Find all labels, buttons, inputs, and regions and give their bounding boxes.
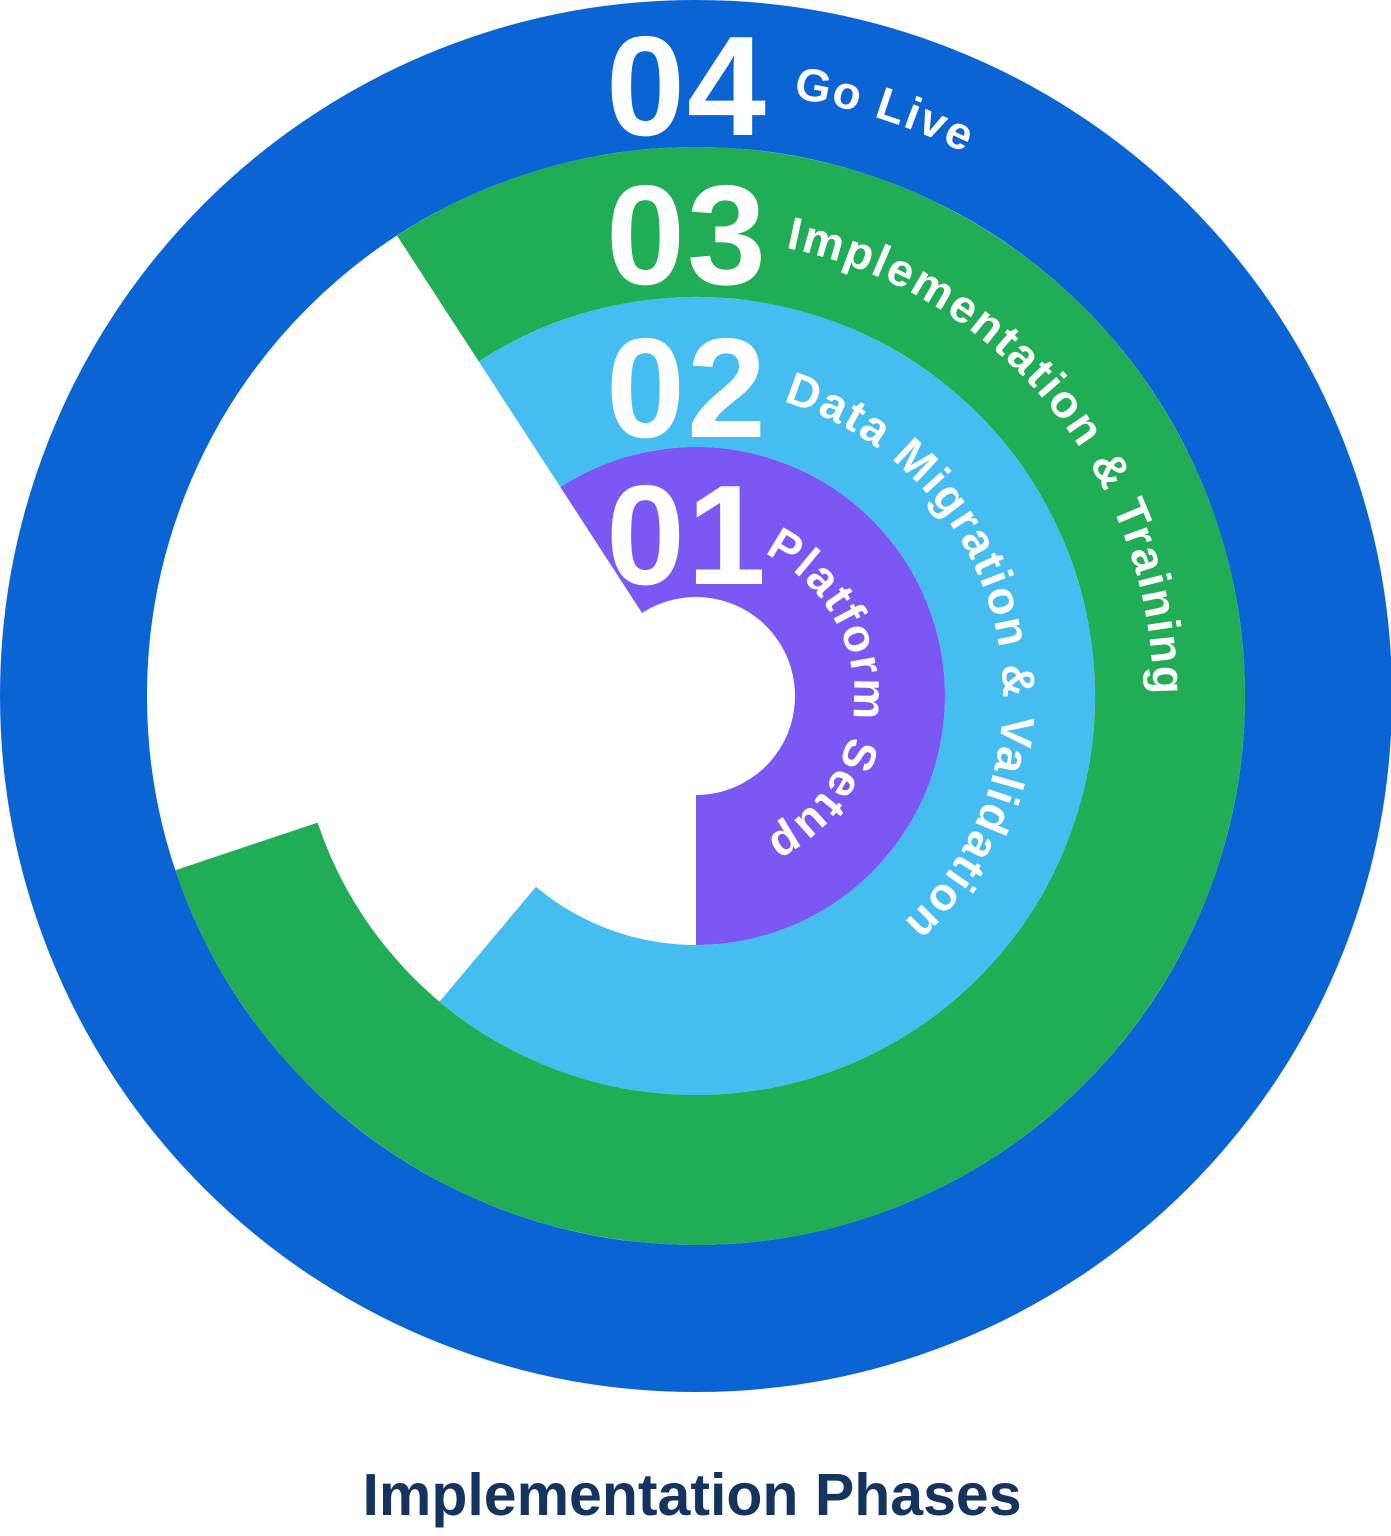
phase-ring-03 <box>175 147 1245 1245</box>
phase-number-01: 01 <box>606 456 768 615</box>
phase-ring-01 <box>560 447 945 945</box>
phase-number-03: 03 <box>606 156 768 315</box>
diagram-title: Implementation Phases <box>362 1462 1021 1528</box>
phase-number-04: 04 <box>606 7 768 166</box>
phase-number-02: 02 <box>606 309 768 468</box>
phase-ring-02 <box>439 297 1095 1095</box>
phase-ring-04 <box>0 0 1391 1392</box>
